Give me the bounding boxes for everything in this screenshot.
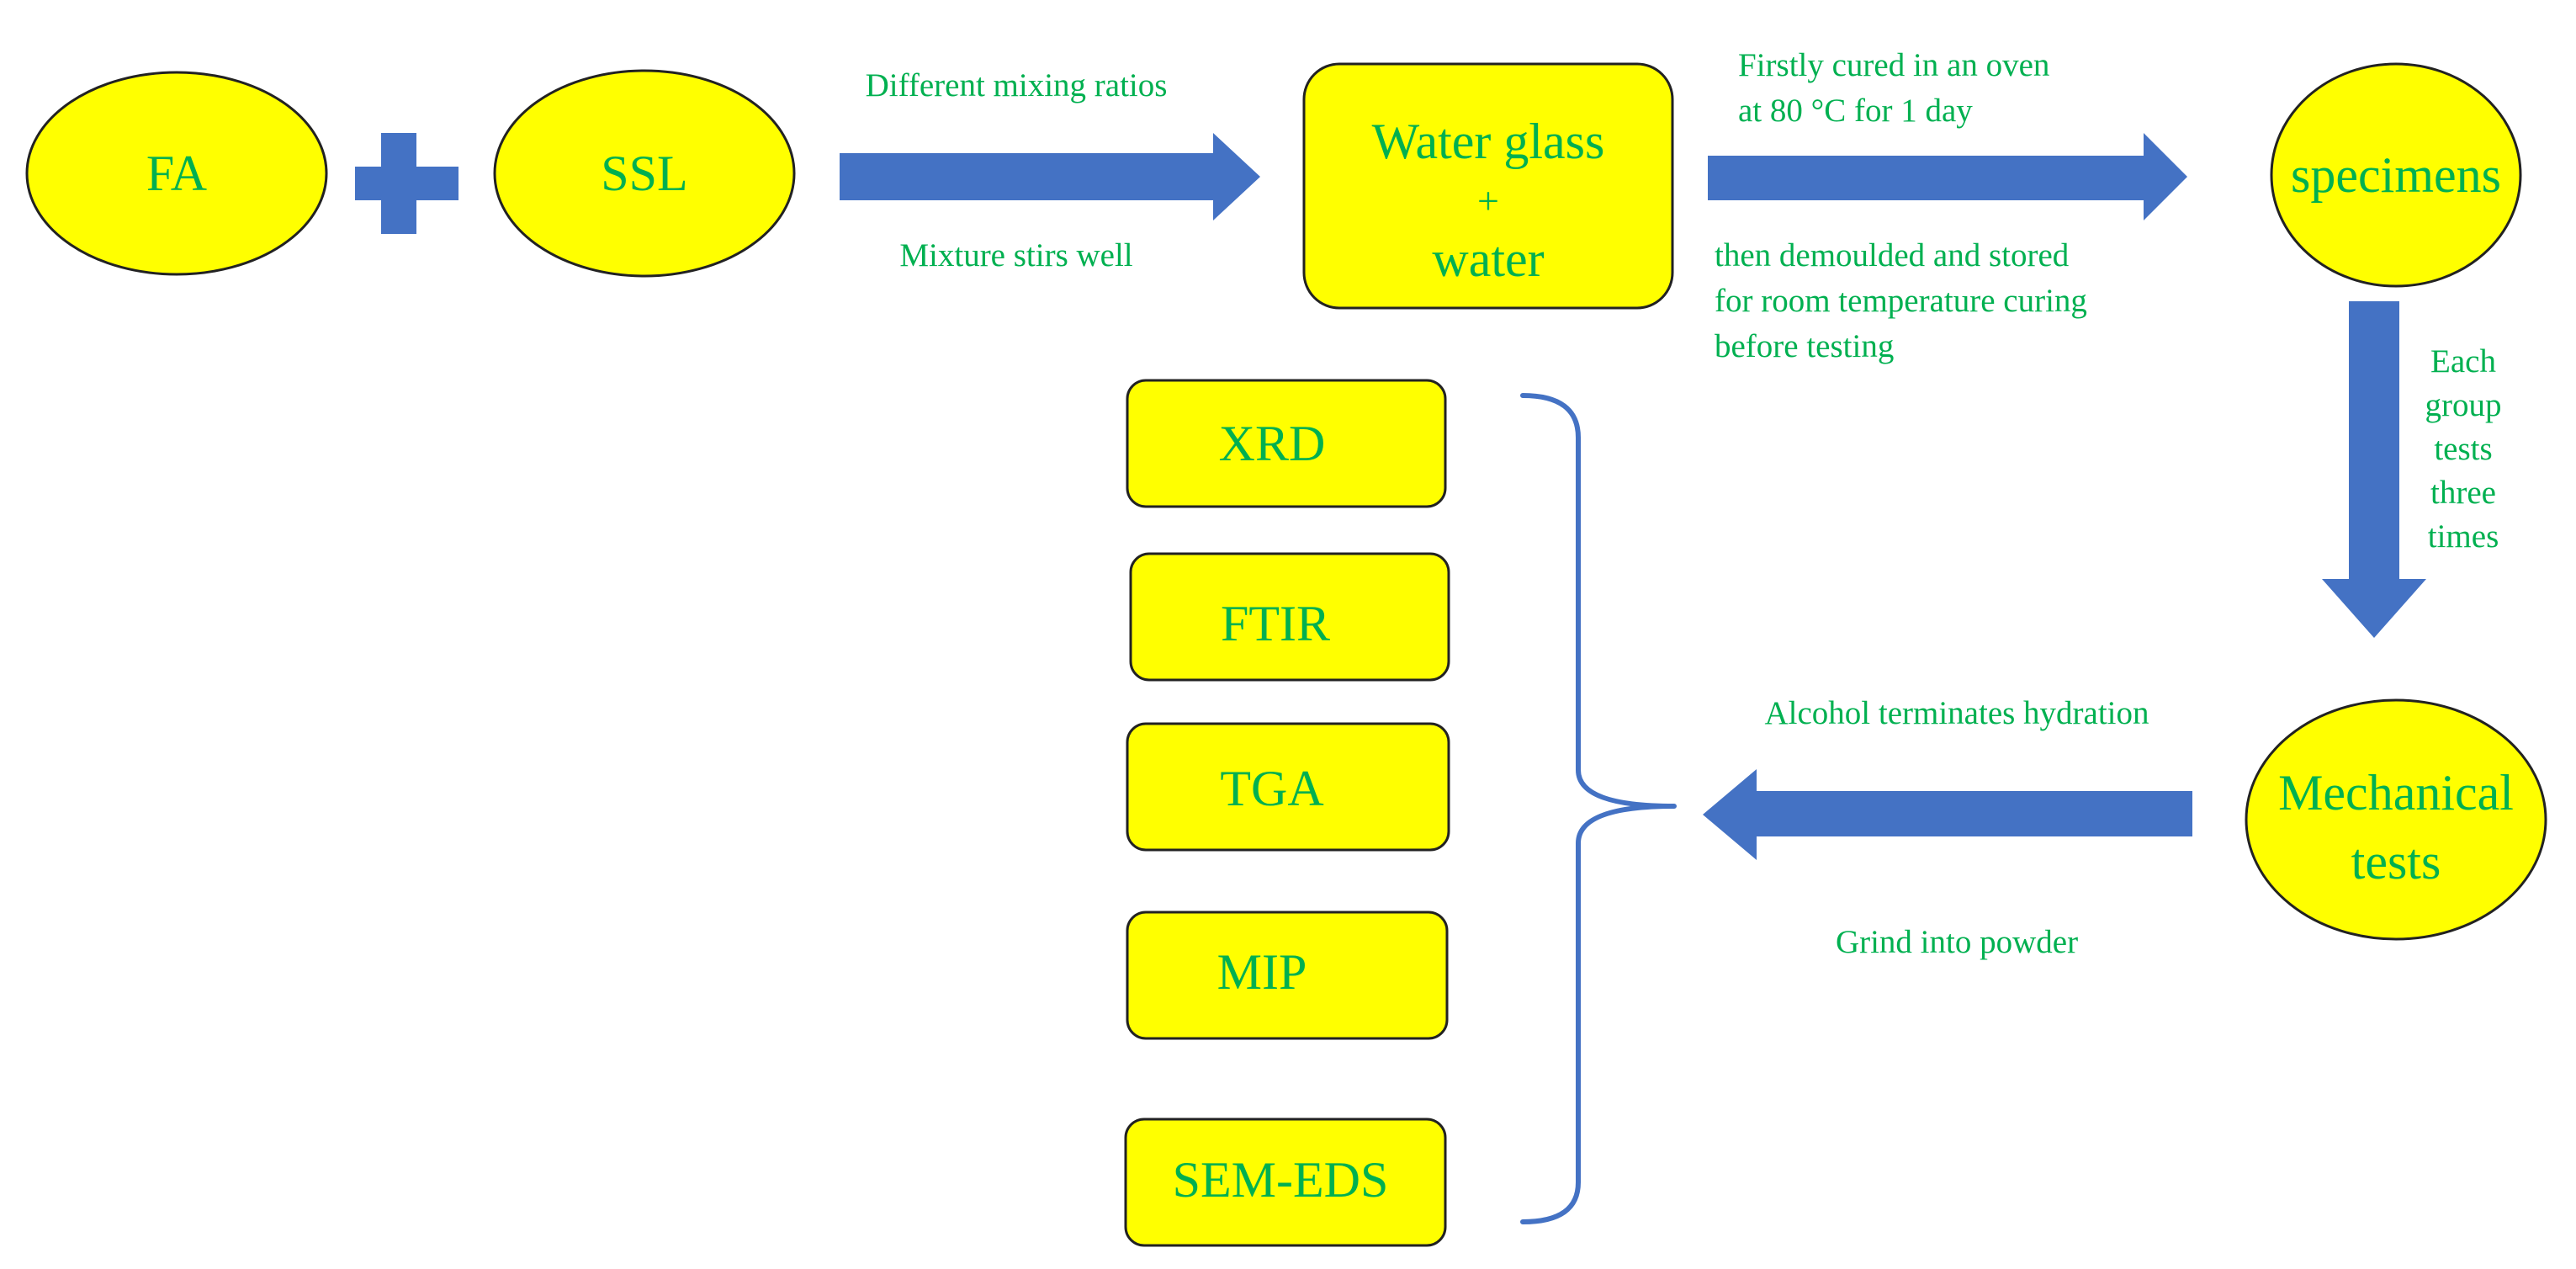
mechanical-tests-label-line1: Mechanical (2278, 765, 2514, 820)
group-tests-label-line3: tests (2434, 431, 2492, 467)
xrd-box (1126, 379, 1447, 508)
test-box-sem-eds: SEM-EDS (1124, 1118, 1447, 1247)
fa-label: FA (146, 146, 207, 201)
ftir-label: FTIR (1221, 596, 1330, 651)
node-specimens: specimens (2270, 62, 2522, 288)
group-tests-label-line1: Each (2430, 343, 2496, 380)
specimens-label: specimens (2291, 147, 2501, 203)
hydration-top-label: Alcohol terminates hydration (1764, 695, 2149, 731)
sem-eds-label: SEM-EDS (1173, 1152, 1389, 1208)
water-glass-label-line3: water (1432, 231, 1544, 287)
arrow-group-tests (2322, 301, 2426, 638)
group-tests-label-line5: times (2428, 518, 2499, 555)
water-glass-label-line2: + (1477, 179, 1499, 222)
node-fa: FA (25, 71, 328, 276)
xrd-label: XRD (1219, 416, 1326, 471)
tga-box (1126, 722, 1450, 852)
node-mechanical-tests: Mechanical tests (2245, 698, 2547, 941)
node-water-glass: Water glass + water (1302, 62, 1674, 310)
hydration-bottom-label: Grind into powder (1836, 924, 2078, 960)
tests-bracket (1520, 393, 1677, 1224)
node-ssl: SSL (493, 69, 796, 278)
water-glass-box (1302, 62, 1674, 310)
sem-eds-box (1124, 1118, 1447, 1247)
group-tests-label-line2: group (2425, 387, 2502, 423)
mechanical-tests-label-line2: tests (2351, 834, 2441, 889)
ssl-label: SSL (601, 146, 687, 201)
mixing-top-label: Different mixing ratios (866, 67, 1168, 104)
mip-label: MIP (1217, 944, 1307, 1000)
curing-bottom-label-line3: before testing (1715, 328, 1894, 364)
test-box-xrd: XRD (1126, 379, 1447, 508)
curing-top-label-line2: at 80 °C for 1 day (1738, 93, 1973, 129)
water-glass-label-line1: Water glass (1372, 114, 1605, 169)
test-box-mip: MIP (1126, 911, 1449, 1040)
test-box-ftir: FTIR (1129, 552, 1450, 682)
test-box-tga: TGA (1126, 722, 1450, 852)
mip-box (1126, 911, 1449, 1040)
curing-bottom-label-line1: then demoulded and stored (1715, 237, 2070, 273)
plus-icon (355, 133, 458, 234)
fa-ellipse (25, 71, 328, 276)
ftir-box (1129, 552, 1450, 682)
group-tests-label-line4: three (2430, 475, 2496, 511)
tga-label: TGA (1220, 761, 1323, 816)
mechanical-tests-ellipse (2245, 698, 2547, 941)
arrow-hydration (1703, 769, 2192, 860)
mixing-bottom-label: Mixture stirs well (899, 237, 1132, 273)
specimens-ellipse (2270, 62, 2522, 288)
curing-top-label-line1: Firstly cured in an oven (1738, 47, 2049, 83)
ssl-ellipse (493, 69, 796, 278)
curing-bottom-label-line2: for room temperature curing (1715, 283, 2087, 319)
arrow-mixing (840, 133, 1260, 220)
arrow-curing (1708, 133, 2187, 220)
